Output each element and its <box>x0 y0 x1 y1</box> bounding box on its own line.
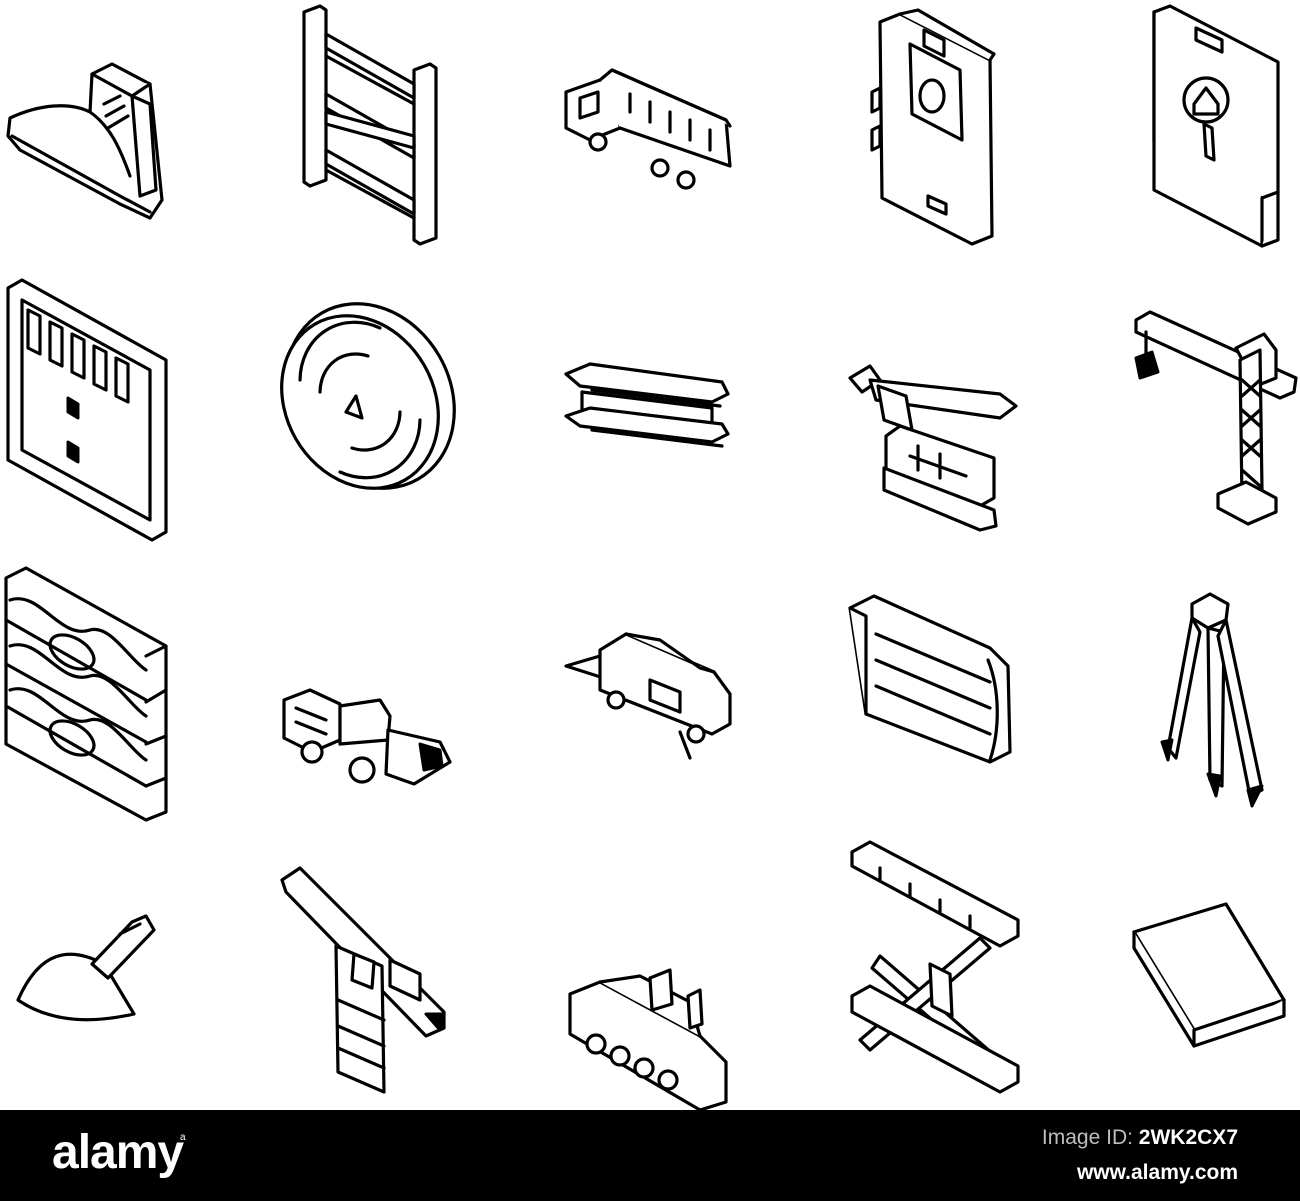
trowel-icon <box>16 914 156 1022</box>
road-milling-machine-icon <box>282 688 452 786</box>
boom-lift-icon <box>280 866 446 1094</box>
image-id-label: Image ID: <box>1041 1126 1133 1149</box>
dump-truck-icon <box>564 68 732 190</box>
stock-info: Image ID: 2WK2CX7 www.alamy.com <box>1042 1120 1238 1190</box>
isometric-icon-set <box>4 4 1298 1110</box>
scissor-lift-icon <box>850 840 1020 1094</box>
watermark-footer: alamy a Image ID: 2WK2CX7 www.alamy.com <box>0 1110 1300 1201</box>
wall-panel-icon <box>870 8 996 246</box>
icon-set-drawing <box>4 4 1298 1110</box>
slab-board-icon <box>1132 902 1286 1048</box>
tracked-excavator-icon <box>848 364 1018 532</box>
image-id-value: 2WK2CX7 <box>1138 1126 1238 1149</box>
work-boot-icon <box>6 62 164 220</box>
tripod-icon <box>1160 592 1264 808</box>
gabion-wall-icon <box>4 566 168 822</box>
site-url: www.alamy.com <box>1076 1161 1238 1184</box>
wall-frame-icon <box>6 278 168 542</box>
scaffolding-icon <box>302 4 438 246</box>
alamy-logo-text: alamy <box>52 1126 184 1179</box>
house-inspection-clipboard-icon <box>1152 4 1280 248</box>
manhole-cover-icon <box>280 302 456 490</box>
asphalt-paver-icon <box>564 632 732 760</box>
site-url-line: www.alamy.com <box>1042 1155 1238 1190</box>
alamy-logo-mark: alamy a <box>52 1126 186 1179</box>
alamy-logo: alamy a <box>52 1124 192 1186</box>
alamy-trademark-mark: a <box>180 1132 186 1143</box>
road-construction-machine-icon <box>568 968 728 1110</box>
corrugated-sheet-icon <box>848 594 1012 764</box>
image-id-line: Image ID: 2WK2CX7 <box>1042 1120 1238 1155</box>
tower-crane-icon <box>1134 310 1298 526</box>
steel-beam-icon <box>564 362 730 448</box>
